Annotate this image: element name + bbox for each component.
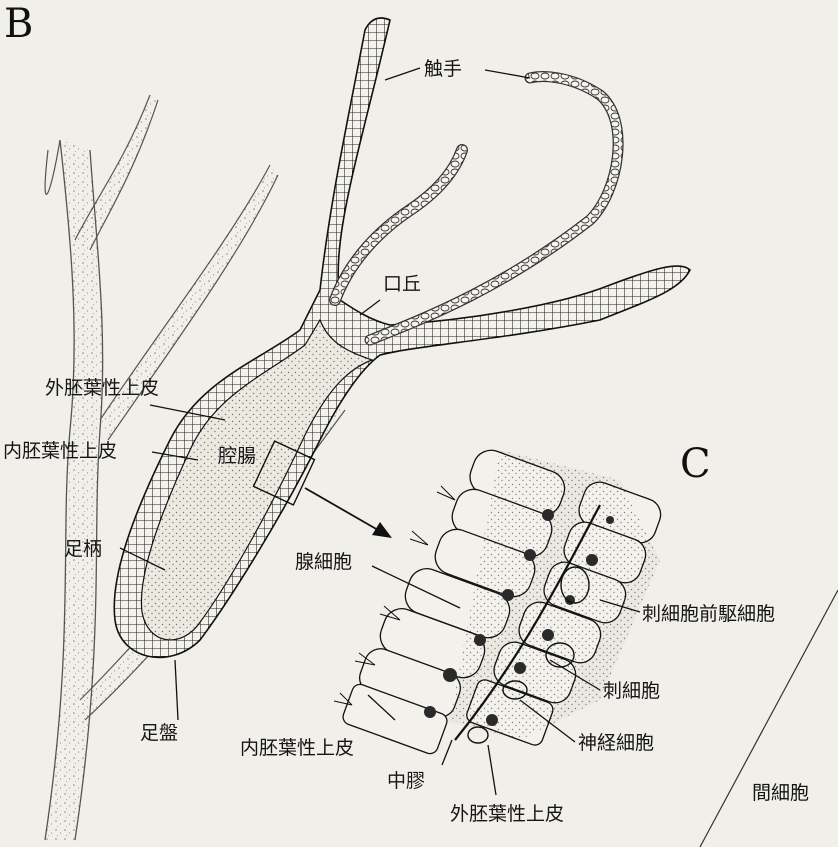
panel-c-label: C [680,442,711,486]
label-ectoderm-b: 外胚葉性上皮 [45,377,159,399]
detail-arrow [305,488,392,538]
label-tentacle: 触手 [424,58,462,80]
label-interstitial-cell: 間細胞 [752,782,809,804]
label-ectoderm-c: 外胚葉性上皮 [450,803,564,825]
label-gland-cell: 腺細胞 [295,551,352,573]
label-basal-disc: 足盤 [140,722,178,744]
panel-b-label: B [4,2,33,46]
label-mesoglea: 中膠 [387,770,425,792]
label-endoderm-c: 内胚葉性上皮 [240,737,354,759]
label-nerve-cell: 神経細胞 [578,732,654,754]
label-peduncle: 足柄 [64,538,102,560]
panel-divider [700,590,838,847]
label-cnidoblast-precursor: 刺細胞前駆細胞 [642,603,775,625]
label-hypostome: 口丘 [383,273,421,295]
label-cnidocyte: 刺細胞 [603,680,660,702]
label-gut: 腔腸 [218,445,256,467]
label-endoderm-b: 内胚葉性上皮 [3,440,117,462]
